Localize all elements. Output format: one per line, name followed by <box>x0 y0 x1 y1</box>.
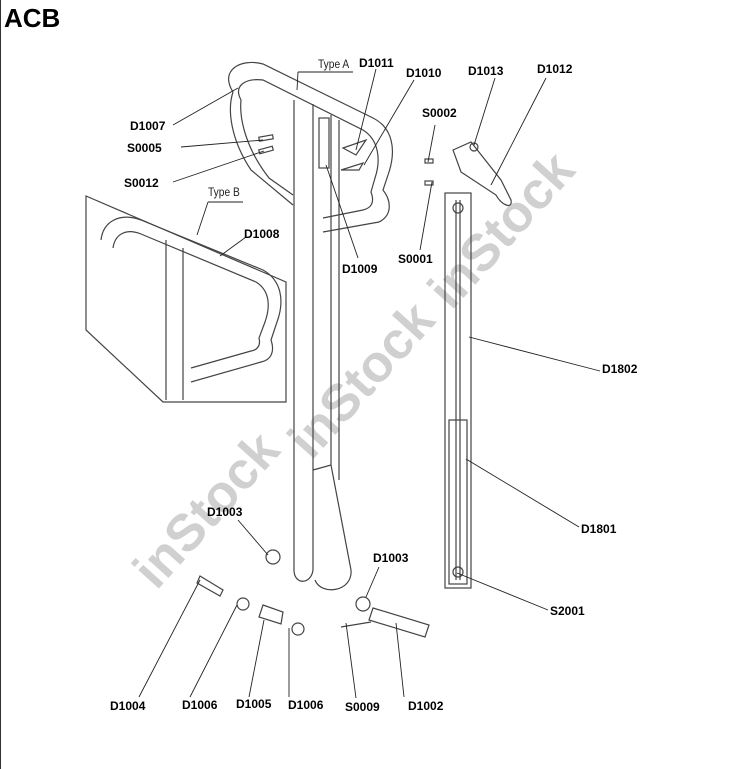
part-label-d1002: D1002 <box>408 699 444 713</box>
part-label-d1802: D1802 <box>602 362 638 376</box>
diagram-title: ACB <box>4 3 61 33</box>
part-label-s0012: S0012 <box>124 176 159 190</box>
pin-d1004 <box>196 575 224 597</box>
part-label-d1006: D1006 <box>288 698 324 712</box>
pin-d1002 <box>368 607 430 638</box>
part-label-s0005: S0005 <box>127 141 162 155</box>
type-a-label: Type A <box>318 57 350 71</box>
type-b-label: Type B <box>208 185 240 199</box>
type-b-inset <box>85 195 287 403</box>
part-label-d1006: D1006 <box>182 698 218 712</box>
part-label-d1008: D1008 <box>244 227 280 241</box>
part-label-s0009: S0009 <box>345 700 380 714</box>
part-label-d1003: D1003 <box>207 505 243 519</box>
part-label-d1011: D1011 <box>359 56 394 70</box>
part-label-d1003: D1003 <box>373 551 409 565</box>
part-label-s0001: S0001 <box>398 252 433 266</box>
release-lever <box>452 141 512 207</box>
part-label-d1007: D1007 <box>130 119 166 133</box>
part-label-d1012: D1012 <box>537 62 573 76</box>
part-label-d1005: D1005 <box>236 697 272 711</box>
part-label-d1801: D1801 <box>581 522 617 536</box>
part-label-d1010: D1010 <box>406 66 442 80</box>
tiller-tube <box>293 100 352 591</box>
part-label-d1004: D1004 <box>110 699 146 713</box>
chain-assembly-box <box>444 192 472 589</box>
handle-type-a <box>228 61 394 233</box>
part-label-d1013: D1013 <box>468 64 504 78</box>
part-label-s0002: S0002 <box>422 106 457 120</box>
part-label-s2001: S2001 <box>550 604 585 618</box>
leader-lines <box>138 68 601 699</box>
part-label-d1009: D1009 <box>342 262 378 276</box>
